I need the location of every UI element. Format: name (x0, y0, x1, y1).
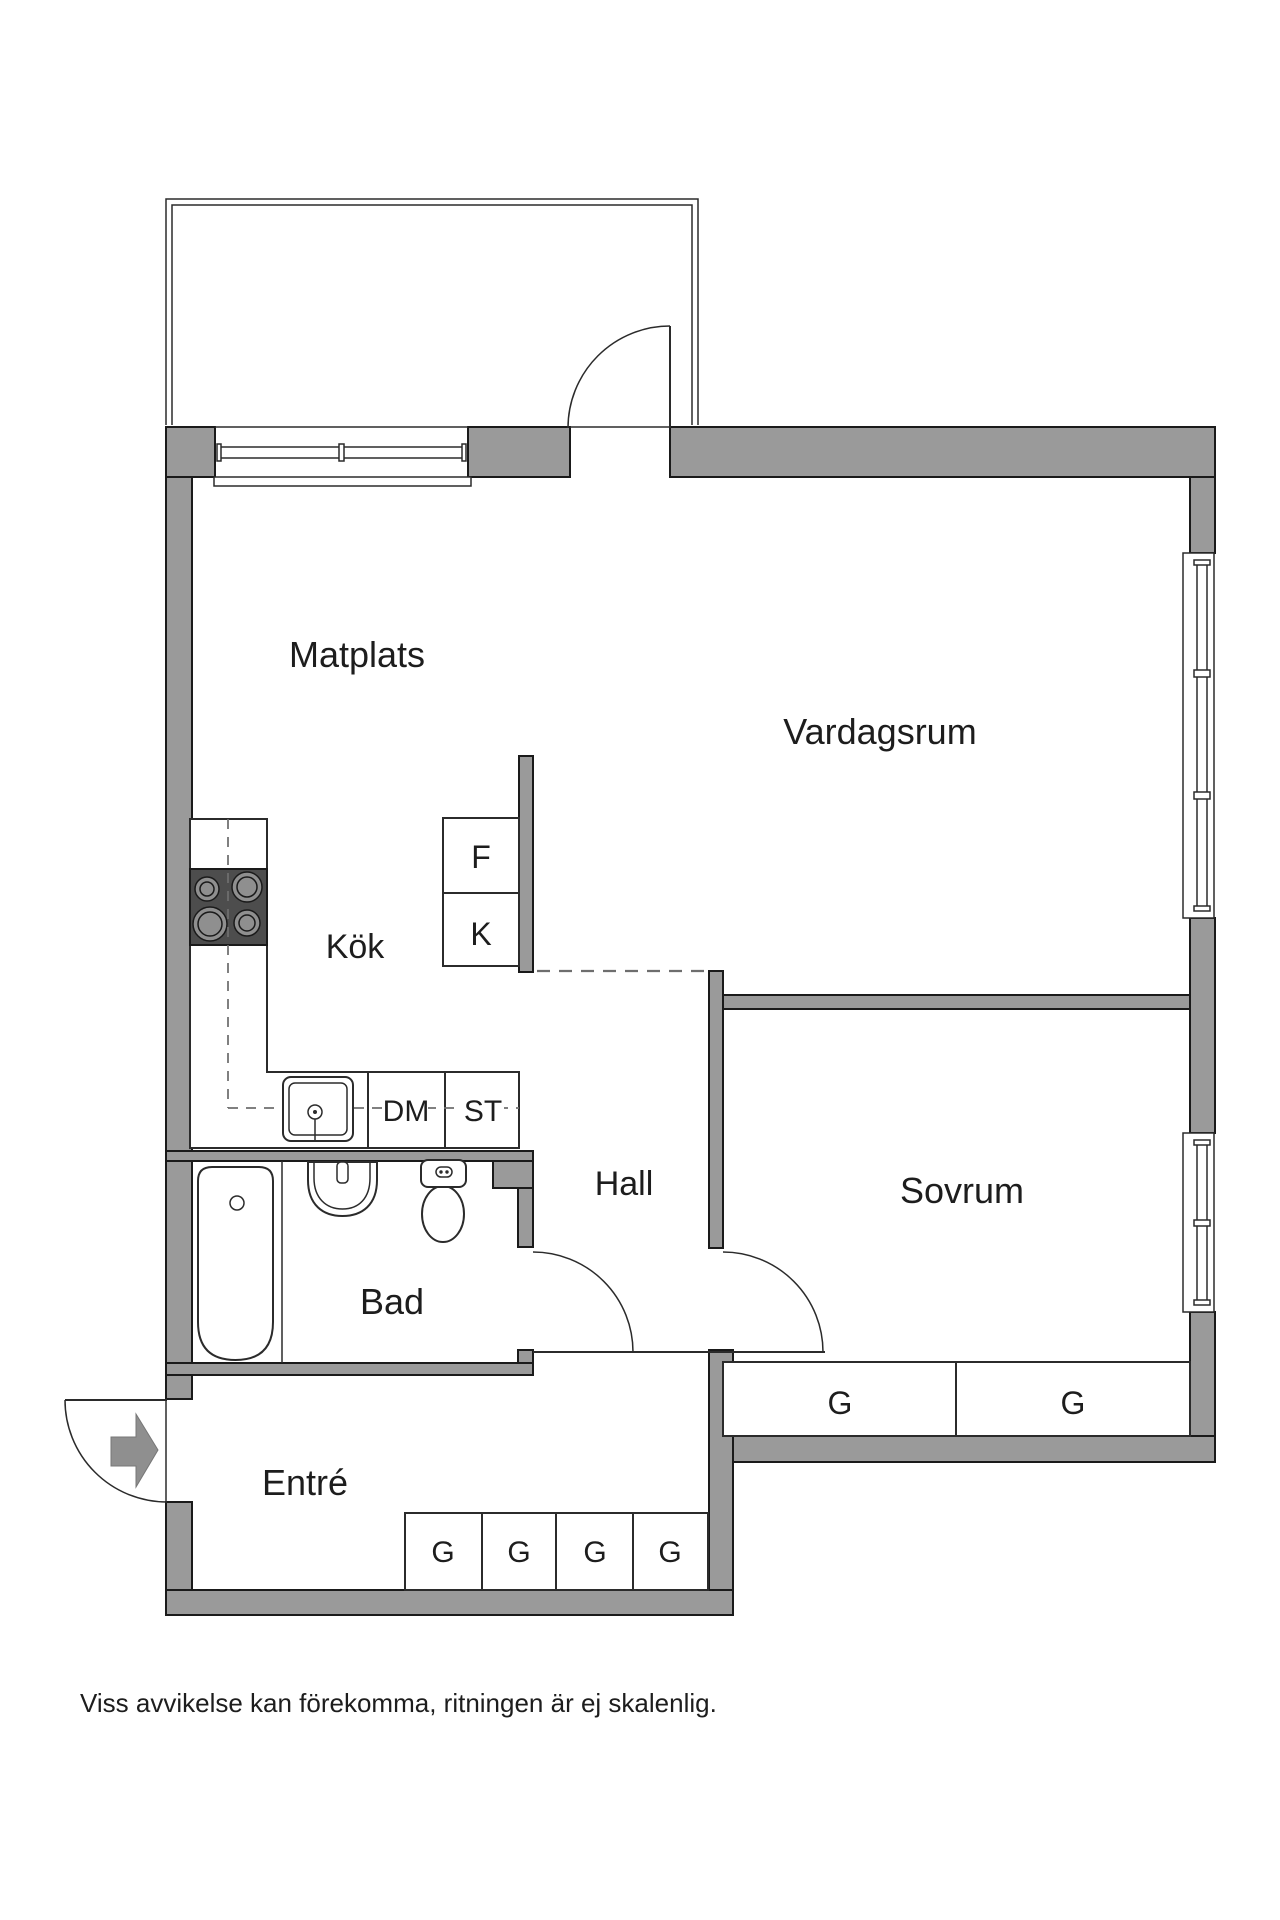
wall-top-middle (467, 426, 571, 478)
burner-inner (238, 914, 256, 932)
wall-top-right (669, 426, 1216, 478)
entrance-arrow-icon (110, 1412, 159, 1489)
wall-sovrum-south (732, 1435, 1216, 1463)
bathroom-sink-tap (336, 1161, 349, 1184)
room-label-sovrum: Sovrum (900, 1170, 1024, 1211)
appliance-label-fridge: F (471, 839, 491, 875)
wall-top-left-corner (165, 426, 216, 478)
window-mullion (1193, 1219, 1211, 1227)
wall-hall-sovrum (708, 970, 724, 1249)
bathroom-fixtures (197, 1159, 467, 1363)
door-swing-arc (532, 1251, 634, 1353)
balcony-outer-line (165, 198, 699, 425)
wardrobe-label: G (583, 1536, 606, 1569)
window-matplats (213, 443, 472, 487)
toilet-bowl (421, 1185, 465, 1243)
entrance-door (64, 1399, 168, 1503)
faucet-dot (313, 1110, 317, 1114)
wall-kitchen-stub (518, 755, 534, 973)
wardrobe-label: G (828, 1385, 853, 1421)
window-cap (1193, 1139, 1211, 1146)
room-label-entre: Entré (262, 1462, 348, 1503)
window-vardagsrum (1182, 552, 1215, 919)
appliance-label-freezer: K (470, 916, 491, 952)
burner-inner (199, 881, 215, 897)
label-backing (384, 1096, 428, 1124)
window-sill (213, 476, 472, 487)
wall-left-upper (165, 476, 193, 1400)
balcony-door (567, 325, 671, 429)
window-mullion (338, 443, 345, 462)
window-mullion (1193, 669, 1211, 678)
wall-right-2 (1189, 917, 1216, 1134)
wall-vardagsrum-sovrum (722, 994, 1191, 1010)
bathtub (197, 1166, 274, 1362)
wardrobes (404, 1361, 1191, 1591)
window-cap (216, 443, 222, 462)
room-label-hall: Hall (595, 1165, 654, 1203)
toilet-button (435, 1166, 453, 1178)
room-label-kok: Kök (326, 928, 386, 966)
windows (213, 443, 1215, 1313)
walls (165, 426, 1216, 1616)
labels: Matplats Vardagsrum Kök Hall Sovrum Bad … (80, 634, 1085, 1718)
wall-bath-corner-block (492, 1160, 534, 1189)
wardrobe-label: G (431, 1536, 454, 1569)
window-cap (1193, 1299, 1211, 1306)
wall-bath-south (165, 1362, 534, 1376)
disclaimer-text: Viss avvikelse kan förekomma, ritningen … (80, 1688, 717, 1718)
toilet-button-dot (445, 1170, 449, 1174)
appliance-label-cleaning: ST (464, 1095, 502, 1128)
wall-right-1 (1189, 476, 1216, 554)
sovrum-door (722, 1251, 824, 1353)
wall-entre-south (165, 1589, 734, 1616)
window-frame (1182, 552, 1215, 919)
door-swing-arc (64, 1399, 168, 1503)
bathroom-sink (307, 1161, 378, 1218)
window-cap (1193, 559, 1211, 566)
bathroom-sink-basin (313, 1162, 371, 1210)
wardrobe-label: G (1061, 1385, 1086, 1421)
wardrobe-label: G (658, 1536, 681, 1569)
window-mullion (1193, 791, 1211, 800)
room-label-bad: Bad (360, 1281, 424, 1322)
label-backing (462, 1096, 504, 1124)
door-swing-arc (722, 1251, 824, 1353)
window-sovrum (1182, 1132, 1215, 1313)
burner-inner (197, 911, 223, 937)
bad-door (532, 1251, 634, 1353)
balcony (165, 198, 699, 425)
fridge-cabinet (442, 817, 520, 894)
room-label-vardagsrum: Vardagsrum (783, 711, 976, 752)
doors (64, 325, 825, 1503)
kitchen-sink-basin (288, 1082, 348, 1136)
toilet-button-dot (439, 1170, 443, 1174)
room-label-matplats: Matplats (289, 634, 425, 675)
wardrobe-label: G (507, 1536, 530, 1569)
wall-bath-right-upper (517, 1187, 534, 1248)
appliance-label-dishwasher: DM (383, 1095, 430, 1128)
balcony-inner-line (171, 204, 693, 425)
wall-kitchen-bath (165, 1150, 534, 1162)
window-cap (461, 443, 467, 462)
bathtub-drain (229, 1195, 245, 1211)
window-cap (1193, 905, 1211, 912)
door-swing-arc (567, 325, 671, 429)
burner-inner (236, 876, 258, 898)
freezer-cabinet (442, 892, 520, 967)
